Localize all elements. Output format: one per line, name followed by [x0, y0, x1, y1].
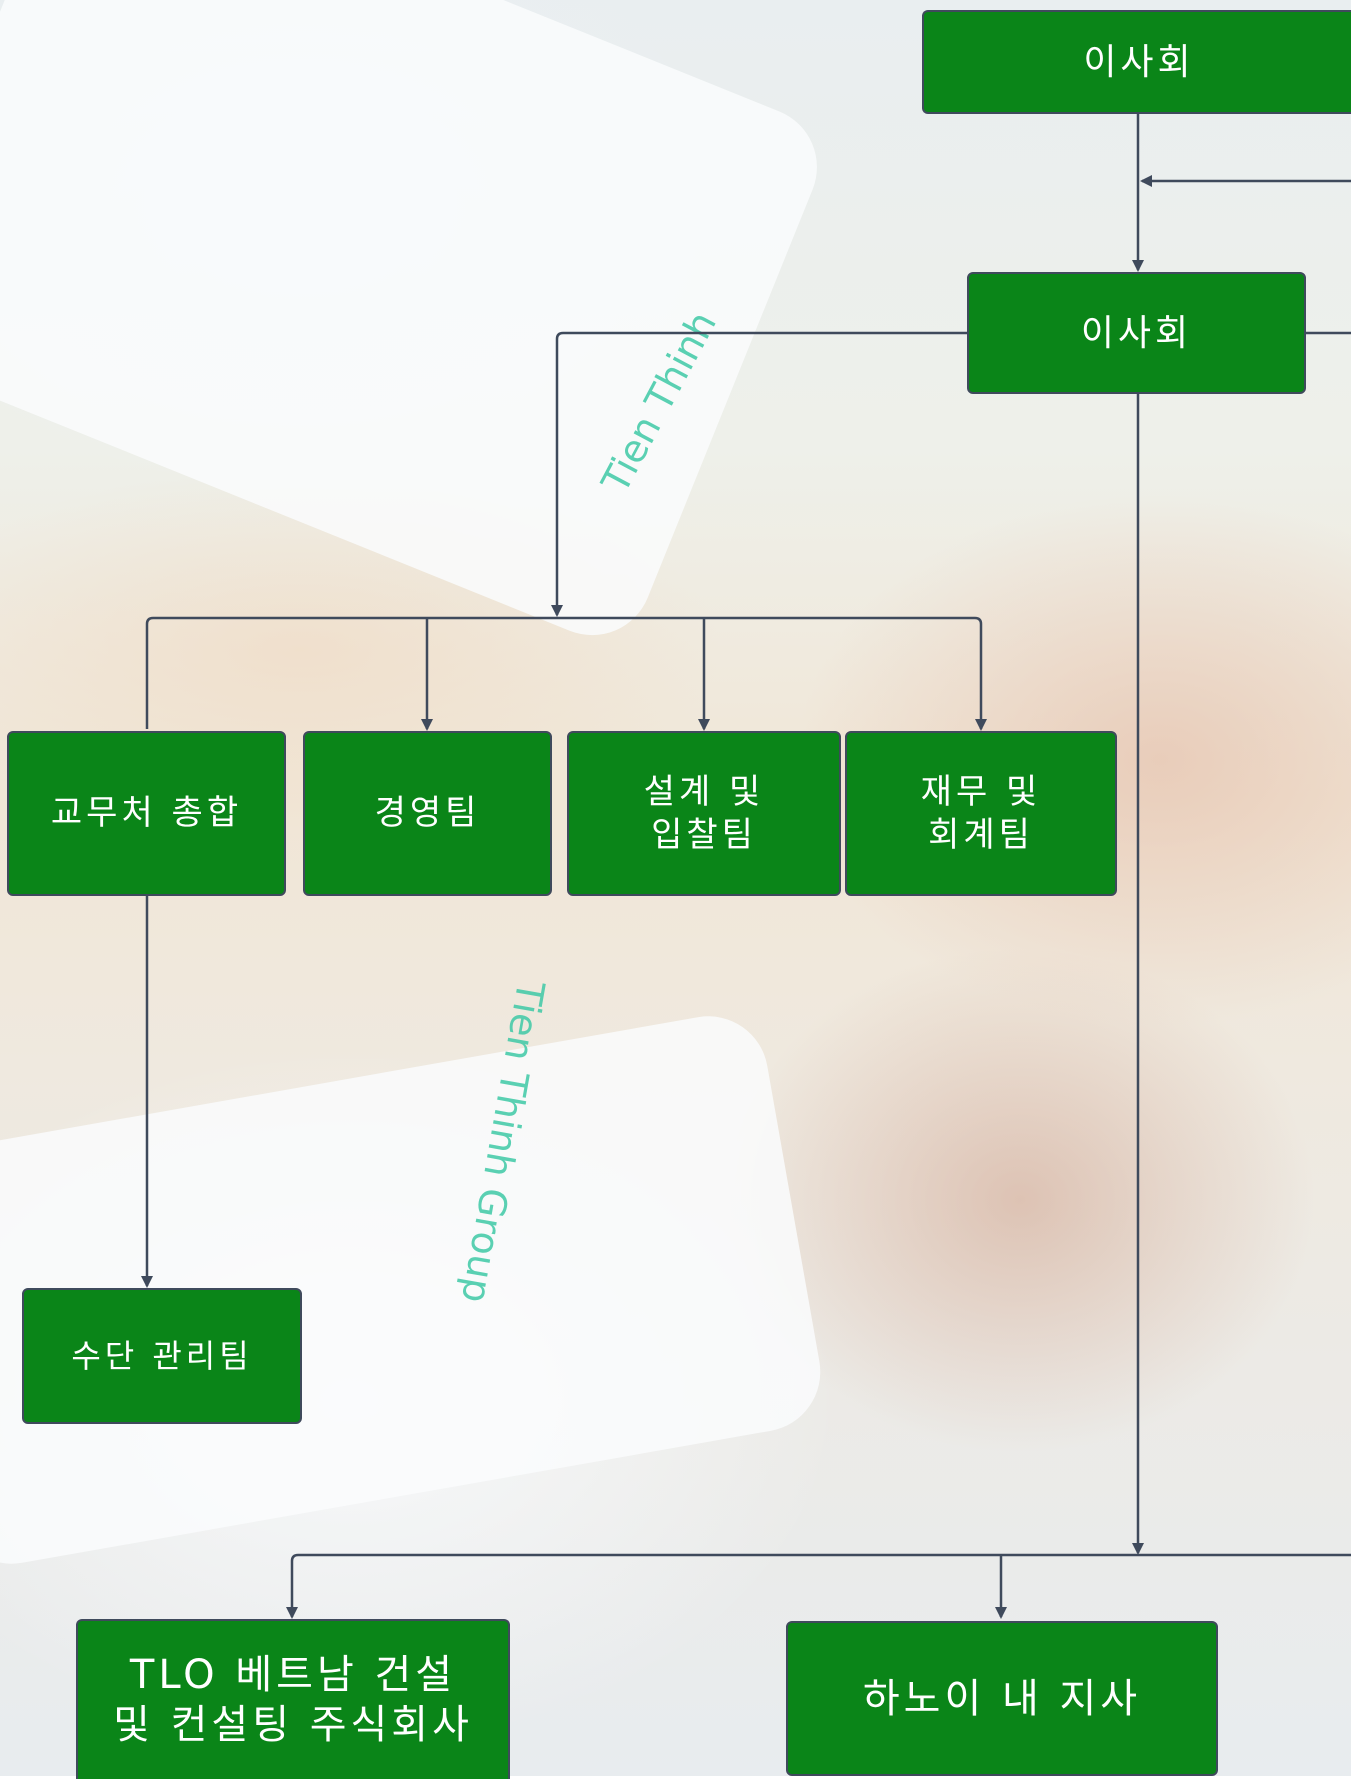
- management-team-node: 경영팀: [303, 731, 552, 896]
- hanoi-branch-node: 하노이 내 지사: [786, 1621, 1218, 1776]
- finance-label-line2: 회계팀: [928, 814, 1034, 855]
- design-bidding-label-line1: 설계 및: [643, 772, 765, 812]
- board-top-label: 이사회: [1083, 41, 1195, 83]
- connector-team-bus: [145, 616, 987, 731]
- general-affairs-label: 교무처 총합: [50, 793, 243, 834]
- equipment-team-label: 수단 관리팀: [71, 1337, 253, 1375]
- tlo-company-label-line1: TLO 베트남 건설: [129, 1652, 457, 1698]
- tlo-company-node: TLO 베트남 건설 및 컨설팅 주식회사: [76, 1619, 510, 1779]
- general-affairs-node: 교무처 총합: [7, 731, 286, 896]
- connector-branch-bus: [286, 1553, 1351, 1619]
- hanoi-branch-label: 하노이 내 지사: [862, 1675, 1142, 1722]
- management-team-label: 경영팀: [374, 793, 481, 834]
- design-bidding-label-line2: 입찰팀: [651, 814, 757, 855]
- finance-label-line1: 재무 및: [920, 772, 1042, 812]
- board-top-node: 이사회: [922, 10, 1351, 114]
- board-second-label: 이사회: [1080, 312, 1193, 354]
- finance-node: 재무 및 회계팀: [845, 731, 1117, 896]
- board-second-node: 이사회: [967, 272, 1306, 394]
- equipment-team-node: 수단 관리팀: [22, 1288, 302, 1424]
- connector-board-to-teams: [551, 331, 967, 617]
- tlo-company-label-line2: 및 컨설팅 주식회사: [113, 1702, 473, 1748]
- design-bidding-node: 설계 및 입찰팀: [567, 731, 841, 896]
